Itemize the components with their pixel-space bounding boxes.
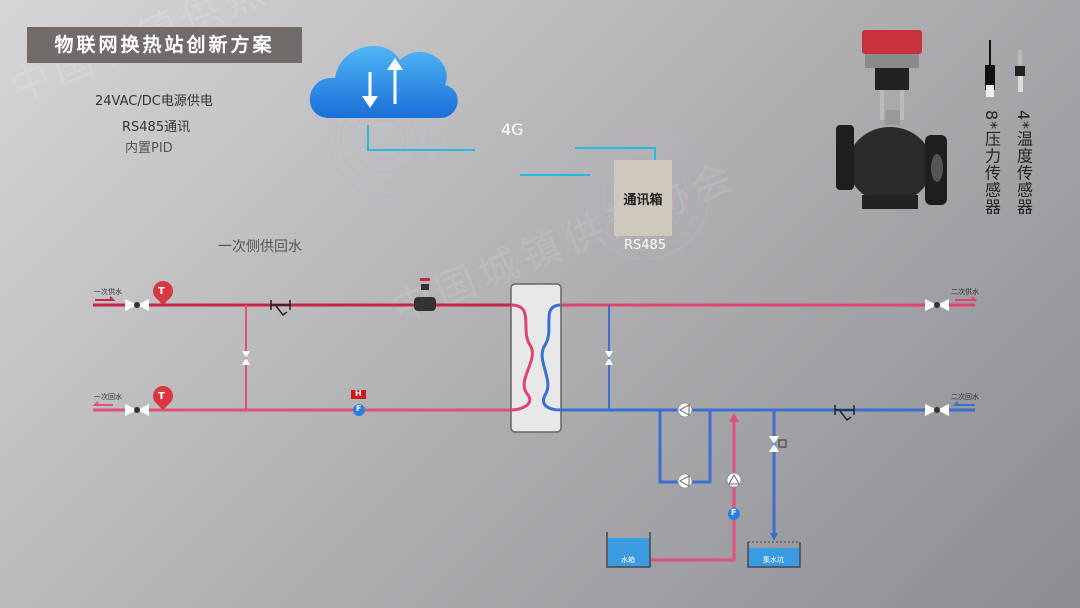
temp-sensor-product-image xyxy=(1015,50,1025,92)
data-links xyxy=(367,125,656,176)
flow-direction-arrows xyxy=(92,296,978,406)
page-title: 物联网换热站创新方案 xyxy=(27,27,302,63)
spec-comm: RS485通讯 xyxy=(122,120,191,135)
temp-sensor-icon xyxy=(152,281,173,305)
water-tank xyxy=(606,532,651,568)
flow-label: F xyxy=(731,508,737,517)
cloud-icon xyxy=(309,46,458,118)
pressure-sensor-label: 8*压力传感器 xyxy=(982,110,1001,216)
pressure-sensor-product-image xyxy=(985,40,995,97)
strainer-icon xyxy=(834,405,855,422)
flow-meter-icon xyxy=(728,508,740,520)
makeup-arrow xyxy=(729,413,739,422)
pump-icon xyxy=(726,472,742,488)
bypass-valve-icon xyxy=(242,351,250,365)
flow-label: F xyxy=(356,404,362,413)
water-tank-label: 水箱 xyxy=(621,556,635,564)
sump-label: 集水坑 xyxy=(763,556,784,564)
control-valve-icon xyxy=(414,278,436,311)
primary-supply-label: 一次供水 xyxy=(94,288,122,296)
rs485-label: RS485 xyxy=(624,238,667,253)
sump-tank xyxy=(747,541,801,568)
pump-icon xyxy=(677,473,693,489)
strainer-icon xyxy=(270,300,291,317)
wireless-label: 4G xyxy=(501,120,524,139)
secondary-supply-label: 二次供水 xyxy=(951,288,979,296)
ball-valve-icon xyxy=(125,299,149,311)
control-valve-product-image xyxy=(836,30,947,209)
ball-valve-icon xyxy=(925,404,949,416)
makeup-pipe xyxy=(650,420,736,562)
heat-meter-icon xyxy=(351,390,366,399)
secondary-return-label: 二次回水 xyxy=(951,393,979,401)
electric-valve-icon xyxy=(769,436,787,452)
secondary-return-pipe xyxy=(540,305,975,538)
flow-meter-icon xyxy=(353,404,365,416)
sump-arrow xyxy=(770,533,778,541)
primary-return-label: 一次回水 xyxy=(94,393,122,401)
pump-icon xyxy=(677,402,693,418)
spec-pid: 内置PID xyxy=(125,141,173,156)
bypass-valve-icon xyxy=(605,351,613,365)
spec-power: 24VAC/DC电源供电 xyxy=(95,94,213,109)
heat-meter-label: H xyxy=(355,389,362,398)
temp-label: T xyxy=(158,286,165,297)
section-label: 一次侧供回水 xyxy=(218,239,302,255)
comm-box: 通讯箱 xyxy=(614,160,672,236)
temp-label: T xyxy=(158,391,165,402)
temp-sensor-label: 4*温度传感器 xyxy=(1014,110,1033,216)
temp-sensor-icon xyxy=(153,386,173,410)
ball-valve-icon xyxy=(925,299,949,311)
heat-exchanger xyxy=(510,283,562,433)
ball-valve-icon xyxy=(125,404,149,416)
